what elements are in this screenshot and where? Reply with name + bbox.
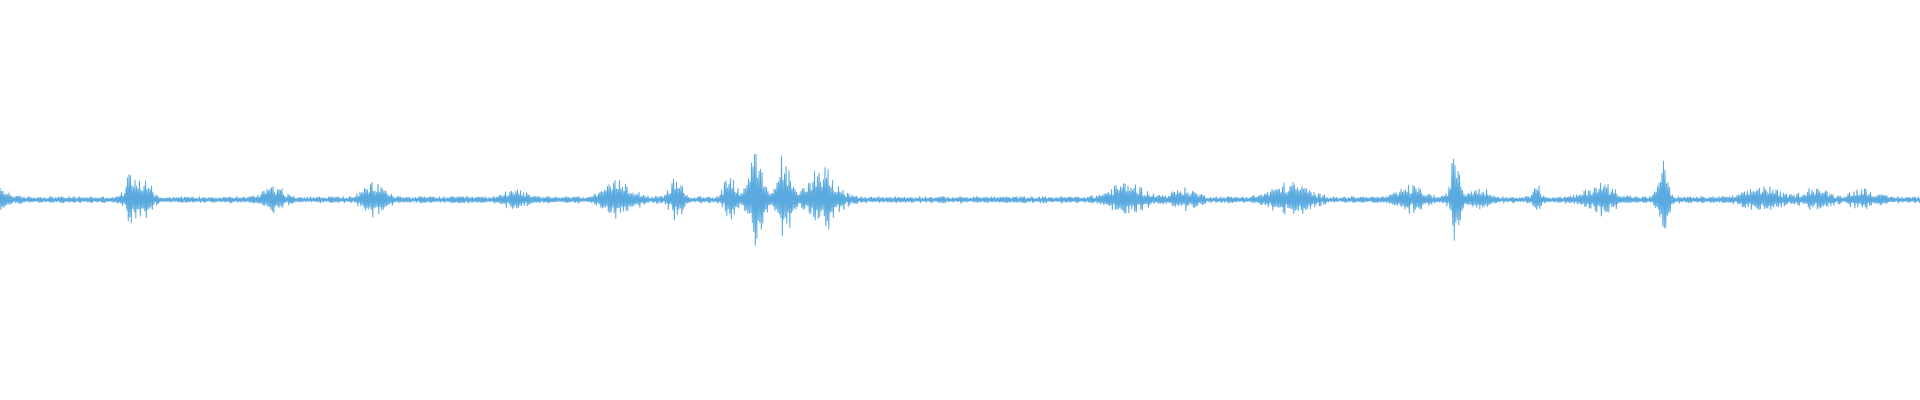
waveform-trace [0,153,1920,246]
